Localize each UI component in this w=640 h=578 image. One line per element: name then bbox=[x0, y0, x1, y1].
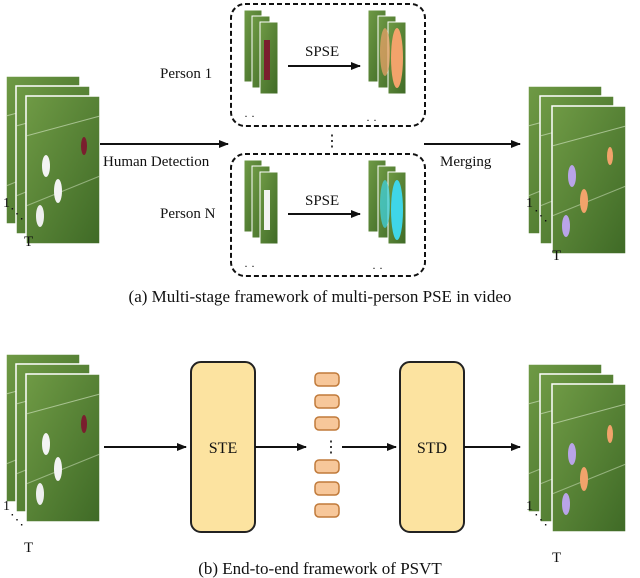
spse-label-1: SPSE bbox=[305, 44, 339, 60]
person-n-crops bbox=[243, 159, 279, 245]
frame-end-label-top: T bbox=[24, 234, 33, 250]
token-3 bbox=[314, 416, 340, 431]
input-video-stack-bottom bbox=[5, 353, 101, 523]
caption-b: (b) End-to-end framework of PSVT bbox=[198, 559, 442, 578]
person-1-crops bbox=[243, 9, 279, 95]
token-2 bbox=[314, 394, 340, 409]
person-1-crops-dots: · · bbox=[244, 109, 255, 123]
persons-ellipsis: ⋮ bbox=[324, 133, 340, 150]
person-n-group bbox=[230, 153, 426, 277]
token-5 bbox=[314, 481, 340, 496]
person-n-meshes bbox=[367, 159, 407, 245]
person-1-mesh-dots: · · bbox=[366, 113, 377, 127]
token-6 bbox=[314, 503, 340, 518]
frame-dots-bottom-out: ⋱ bbox=[534, 513, 548, 528]
frame-dots-bottom: ⋱ bbox=[10, 513, 24, 528]
std-label: STD bbox=[417, 440, 447, 457]
caption-a: (a) Multi-stage framework of multi-perso… bbox=[129, 287, 512, 306]
output-video-stack-bottom bbox=[527, 363, 627, 533]
frame-start-label-bottom-out: 1 bbox=[526, 499, 533, 514]
token-4 bbox=[314, 459, 340, 474]
frame-end-label-bottom: T bbox=[24, 540, 33, 556]
human-detection-label: Human Detection bbox=[103, 154, 210, 170]
frame-dots-top-out: ⋱ bbox=[534, 209, 548, 224]
person-1-meshes bbox=[367, 9, 407, 95]
person-n-label: Person N bbox=[160, 206, 216, 222]
tokens-ellipsis: ⋮ bbox=[323, 439, 339, 456]
frame-dots-top: ⋱ bbox=[10, 207, 24, 222]
frame-start-label-top: 1 bbox=[3, 196, 10, 211]
frame-start-label-top-out: 1 bbox=[526, 196, 533, 211]
frame-end-label-top-out: T bbox=[552, 248, 561, 264]
spse-label-n: SPSE bbox=[305, 193, 339, 209]
token-stack bbox=[314, 372, 340, 518]
frame-end-label-bottom-out: T bbox=[552, 550, 561, 566]
frame-start-label-bottom: 1 bbox=[3, 499, 10, 514]
person-n-crops-dots: · · bbox=[244, 259, 255, 273]
token-1 bbox=[314, 372, 340, 387]
merging-label: Merging bbox=[440, 154, 492, 170]
person-1-group bbox=[230, 3, 426, 127]
person-1-label: Person 1 bbox=[160, 66, 212, 82]
person-n-mesh-dots: · · bbox=[372, 261, 383, 275]
ste-label: STE bbox=[209, 440, 237, 457]
output-video-stack-top bbox=[527, 85, 627, 255]
